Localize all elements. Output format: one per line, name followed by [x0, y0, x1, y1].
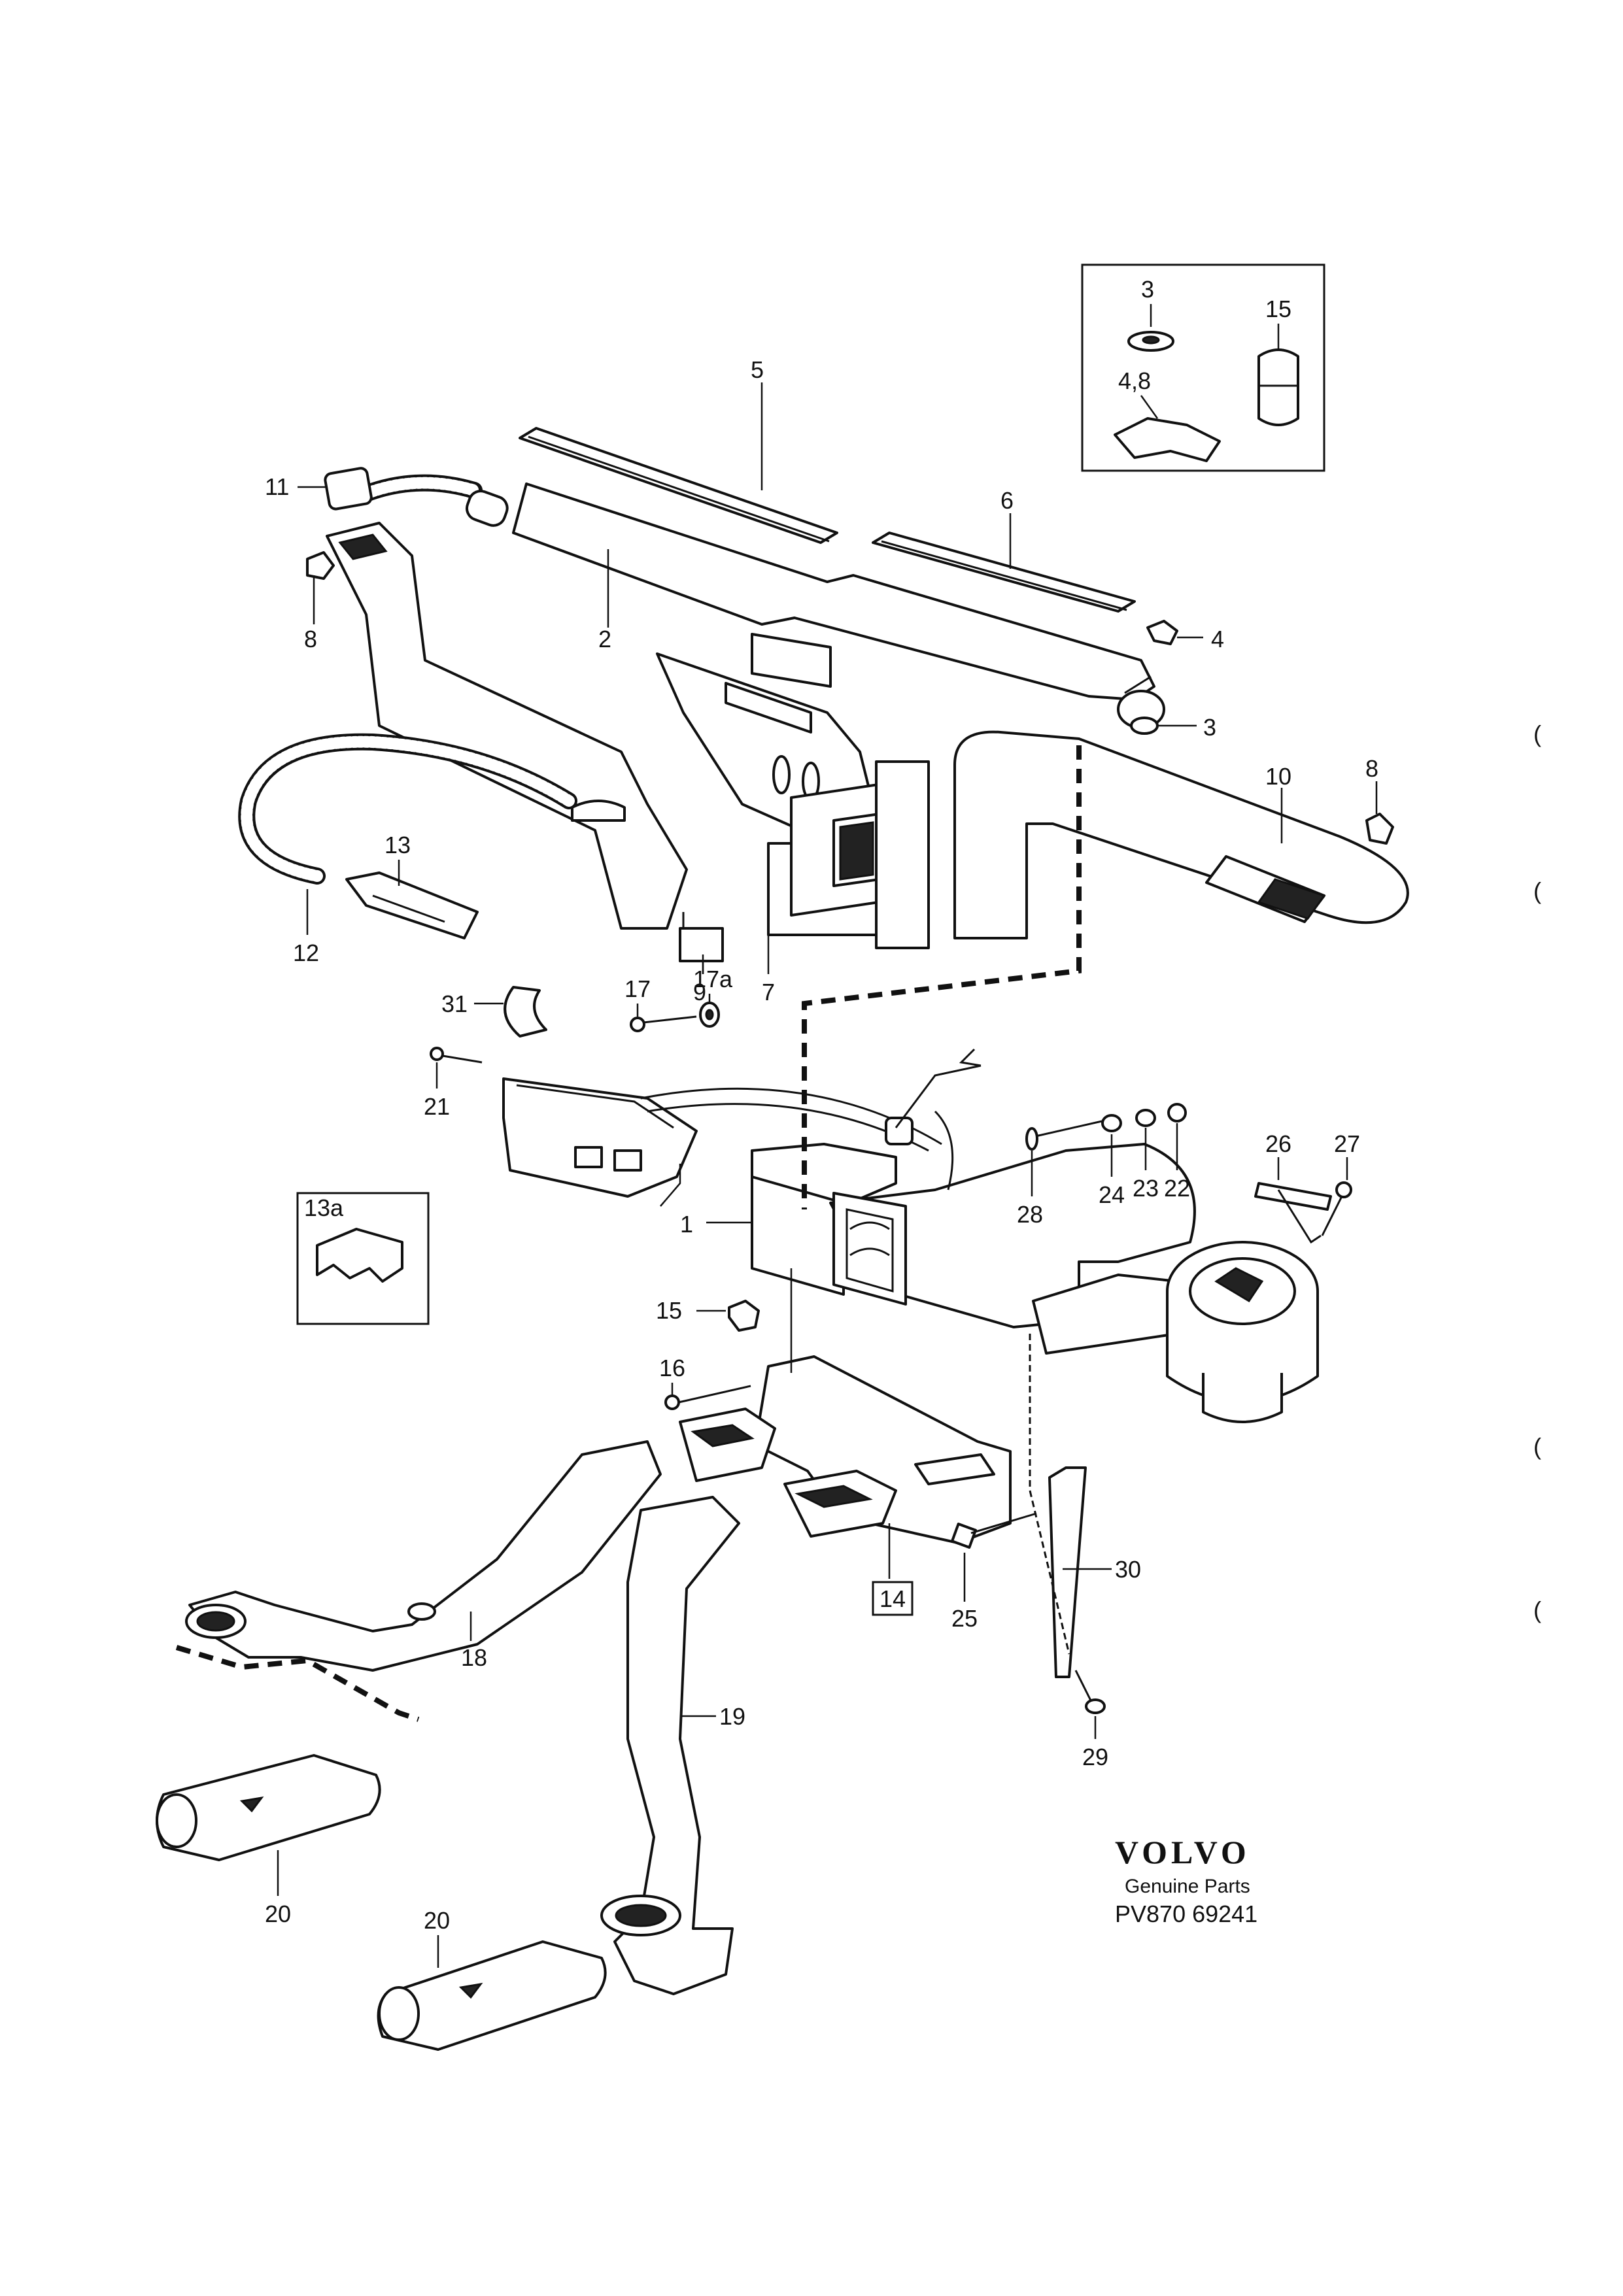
- nut-22: [1167, 1103, 1187, 1170]
- side-duct-9: [326, 522, 724, 974]
- washer-23: [1135, 1109, 1156, 1170]
- screw-28: [1025, 1120, 1102, 1196]
- clip-31: [474, 986, 547, 1038]
- callout-8-right: 8: [1365, 755, 1378, 782]
- clip-13a: [316, 1228, 403, 1283]
- callout-5: 5: [751, 356, 764, 383]
- nut-3: [1130, 717, 1197, 735]
- inset-label-3: 3: [1141, 276, 1154, 303]
- screw-25: [951, 1512, 1037, 1602]
- callout-28: 28: [1017, 1201, 1043, 1228]
- defroster-vent-5: [519, 382, 838, 544]
- callout-22: 22: [1164, 1175, 1190, 1202]
- floor-vent-18: [185, 1440, 662, 1672]
- defroster-vent-6: [872, 513, 1136, 613]
- svg-text:(: (: [1533, 877, 1541, 904]
- heater-outlet: [1166, 1241, 1319, 1423]
- screw-16: [664, 1383, 751, 1410]
- inset-box-13a: 13a: [296, 1192, 430, 1325]
- callout-12: 12: [293, 939, 319, 966]
- callout-13: 13: [384, 832, 411, 858]
- floor-duct-14: [679, 1268, 1012, 1616]
- side-duct-10: [953, 730, 1409, 939]
- callout-17a: 17a: [693, 966, 733, 992]
- callout-14: 14: [880, 1585, 906, 1612]
- svg-text:(: (: [1533, 1433, 1541, 1460]
- callout-27: 27: [1334, 1130, 1360, 1157]
- callout-2: 2: [598, 626, 611, 652]
- floor-vent-19: [600, 1496, 740, 1995]
- defroster-duct-2: [512, 482, 1165, 729]
- callout-4: 4: [1211, 626, 1224, 652]
- callout-10: 10: [1265, 763, 1291, 790]
- callout-29: 29: [1082, 1744, 1108, 1770]
- hose-11: [298, 467, 509, 527]
- outlet-20-right: [377, 1935, 607, 2051]
- callout-31: 31: [441, 990, 468, 1017]
- clip-8-left: [306, 551, 335, 624]
- callout-15: 15: [656, 1297, 682, 1324]
- bracket-30: [1048, 1466, 1112, 1678]
- callout-9: 9: [693, 979, 706, 1005]
- callout-16: 16: [659, 1355, 685, 1381]
- hose-12: [238, 733, 626, 935]
- heater-unit-1: [706, 1110, 1196, 1355]
- blower-block-7: [767, 760, 930, 974]
- clip-8-right: [1365, 781, 1394, 845]
- callout-17: 17: [624, 975, 651, 1002]
- heater-control-panel: [502, 1077, 942, 1207]
- part-code: PV870 69241: [1115, 1900, 1257, 1927]
- callout-25: 25: [951, 1605, 978, 1632]
- callout-20-right: 20: [424, 1907, 450, 1934]
- callout-18: 18: [461, 1644, 487, 1671]
- brand-logo: VOLVO: [1115, 1834, 1250, 1870]
- callout-23: 23: [1133, 1175, 1159, 1202]
- screw-27: [1321, 1157, 1352, 1236]
- brand-subtitle: Genuine Parts: [1125, 1876, 1250, 1897]
- callout-labels: 1 2 3 4 5 6 7 8 8 9 10 11 12 13 14 15 16…: [265, 356, 1378, 1934]
- clip-15: [696, 1300, 760, 1332]
- clip-4: [1146, 620, 1203, 645]
- margin-marks: ( ( ( (: [1533, 720, 1541, 1623]
- callout-20-left: 20: [265, 1900, 291, 1927]
- callout-19: 19: [719, 1703, 745, 1730]
- assembly-dashes: [175, 745, 1082, 1722]
- inset-clip-15: [1257, 348, 1299, 426]
- callout-30: 30: [1115, 1556, 1141, 1583]
- inset-label-13a: 13a: [304, 1194, 344, 1221]
- callout-21: 21: [424, 1093, 450, 1120]
- callout-11: 11: [265, 473, 289, 500]
- callout-3: 3: [1203, 714, 1216, 741]
- inset-label-15: 15: [1265, 295, 1291, 322]
- callout-1: 1: [680, 1211, 693, 1238]
- callout-box-14: [872, 1581, 914, 1616]
- svg-text:(: (: [1533, 1596, 1541, 1623]
- outlet-20-left: [156, 1754, 381, 1896]
- nozzle-13: [345, 860, 479, 939]
- callout-24: 24: [1099, 1181, 1125, 1208]
- inset-box: 3 15 4,8: [1081, 263, 1325, 472]
- screw-29: [1074, 1670, 1106, 1739]
- inset-clip-4-8: [1114, 417, 1221, 462]
- washer-24: [1101, 1114, 1122, 1177]
- screw-21: [430, 1047, 483, 1089]
- inset-label-4-8: 4,8: [1118, 367, 1151, 394]
- screw-17: [630, 1004, 697, 1032]
- washer-17a: [699, 994, 720, 1028]
- callout-26: 26: [1265, 1130, 1291, 1157]
- strap-26: [1254, 1157, 1332, 1244]
- svg-text:(: (: [1533, 720, 1541, 747]
- branding: VOLVO Genuine Parts PV870 69241: [1115, 1834, 1257, 1927]
- callout-6: 6: [1000, 487, 1014, 514]
- callout-7: 7: [762, 979, 775, 1005]
- callout-8-left: 8: [304, 626, 317, 652]
